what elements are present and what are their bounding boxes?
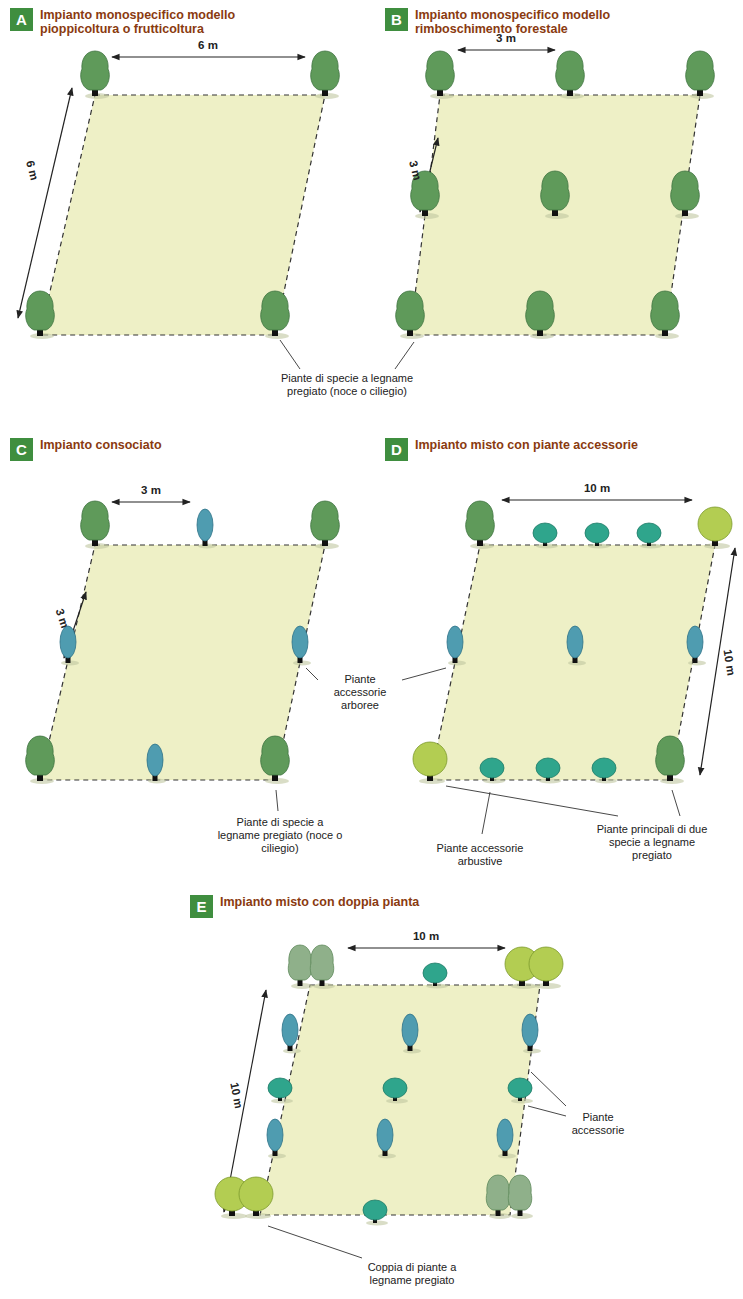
dimension-label: 3 m xyxy=(141,484,161,497)
panel-letter: E xyxy=(190,895,213,918)
panel-title: Impianto consociato xyxy=(40,438,162,452)
dimension-label: 10 m xyxy=(584,482,610,495)
dimension-label: 10 m xyxy=(413,930,439,943)
panel-title: Impianto misto con doppia pianta xyxy=(220,895,419,909)
callout-label: Piante principali di due specie a legnam… xyxy=(596,823,708,862)
panel-heading: B Impianto monospecifico modello rimbosch… xyxy=(385,8,685,36)
panel-letter: B xyxy=(385,8,408,31)
panel-title: Impianto monospecifico modello pioppicol… xyxy=(40,8,310,36)
panel-heading: C Impianto consociato xyxy=(10,438,162,461)
callout-label: Piante accessorie arboree xyxy=(319,673,401,712)
dimension-label: 3 m xyxy=(496,32,516,45)
dimension-label: 6 m xyxy=(23,159,40,181)
callout-label: Piante accessorie arbustive xyxy=(435,842,525,868)
panel-title: Impianto misto con piante accessorie xyxy=(415,438,638,452)
panel-letter: A xyxy=(10,8,33,31)
panel-heading: D Impianto misto con piante accessorie xyxy=(385,438,638,461)
dimension-label: 10 m xyxy=(721,648,738,676)
dimension-label: 10 m xyxy=(227,1081,245,1109)
panel-heading: A Impianto monospecifico modello pioppico… xyxy=(10,8,310,36)
callout-label: Coppia di piante a legname pregiato xyxy=(357,1261,467,1287)
dimension-label: 3 m xyxy=(53,607,71,630)
callout-label: Piante accessorie xyxy=(567,1111,629,1137)
panel-letter: D xyxy=(385,438,408,461)
panel-title: Impianto monospecifico modello rimboschi… xyxy=(415,8,685,36)
dimension-label: 6 m xyxy=(198,39,218,52)
dimension-label: 3 m xyxy=(406,159,423,181)
callout-label: Piante di specie a legname pregiato (noc… xyxy=(215,816,345,855)
callout-label: Piante di specie a legname pregiato (noc… xyxy=(267,372,427,398)
panel-heading: E Impianto misto con doppia pianta xyxy=(190,895,419,918)
panel-letter: C xyxy=(10,438,33,461)
